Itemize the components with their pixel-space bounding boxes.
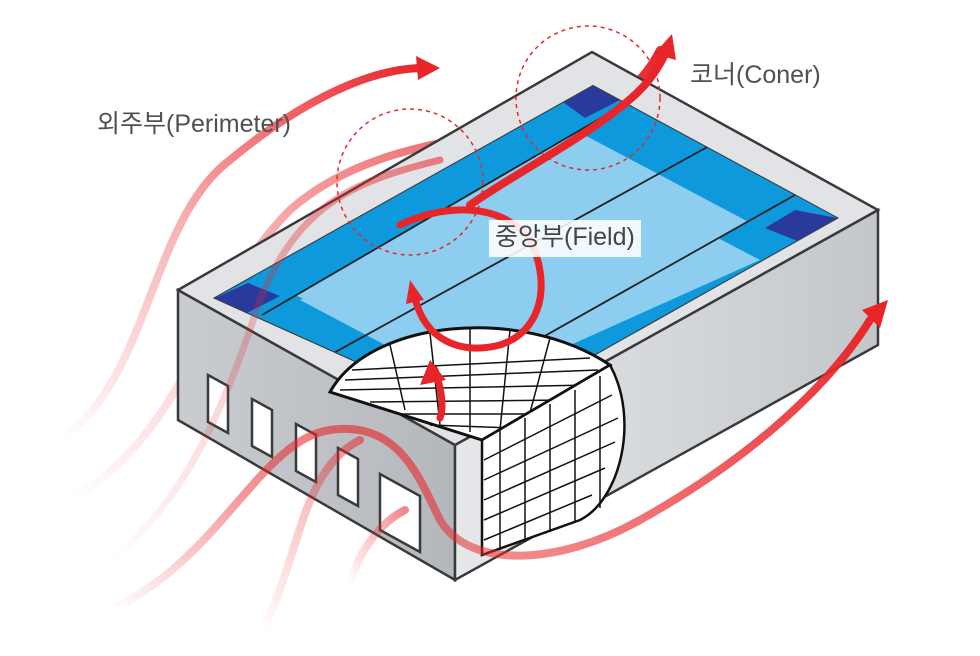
side-wall-cutaway bbox=[480, 363, 626, 557]
wind-stream-front-2 bbox=[258, 436, 364, 634]
roof-perimeter-zone-right bbox=[560, 86, 837, 244]
roof-corner-zone-right bbox=[765, 210, 837, 242]
corner-flow-arrow bbox=[466, 48, 670, 209]
roof-perimeter-zone-back bbox=[215, 86, 625, 315]
perimeter-zone-label: 외주부(Perimeter) bbox=[97, 110, 292, 138]
wind-stream-front-1 bbox=[106, 316, 874, 614]
corner-zone-highlight-circle bbox=[515, 25, 661, 171]
wind-stream-front-4 bbox=[106, 156, 444, 564]
corner-zone-label: 코너(Coner) bbox=[690, 61, 821, 89]
wind-stream-back-1 bbox=[56, 64, 424, 444]
perimeter-zone-highlight-circle bbox=[336, 108, 484, 256]
wind-arrowhead-1 bbox=[416, 56, 440, 80]
side-wall-cutaway-grid bbox=[483, 376, 619, 550]
wind-arrowhead-2 bbox=[862, 300, 888, 328]
vortex-arrowhead-up bbox=[420, 360, 446, 385]
field-zone-label: 중앙부(Field) bbox=[489, 220, 641, 257]
wind-stream-front-3 bbox=[346, 506, 409, 589]
vortex-arrowhead-left bbox=[406, 280, 424, 304]
roof-cutaway-grid bbox=[339, 328, 599, 432]
corner-flow-arrowhead bbox=[654, 34, 676, 60]
roof-field-inner bbox=[300, 155, 760, 390]
